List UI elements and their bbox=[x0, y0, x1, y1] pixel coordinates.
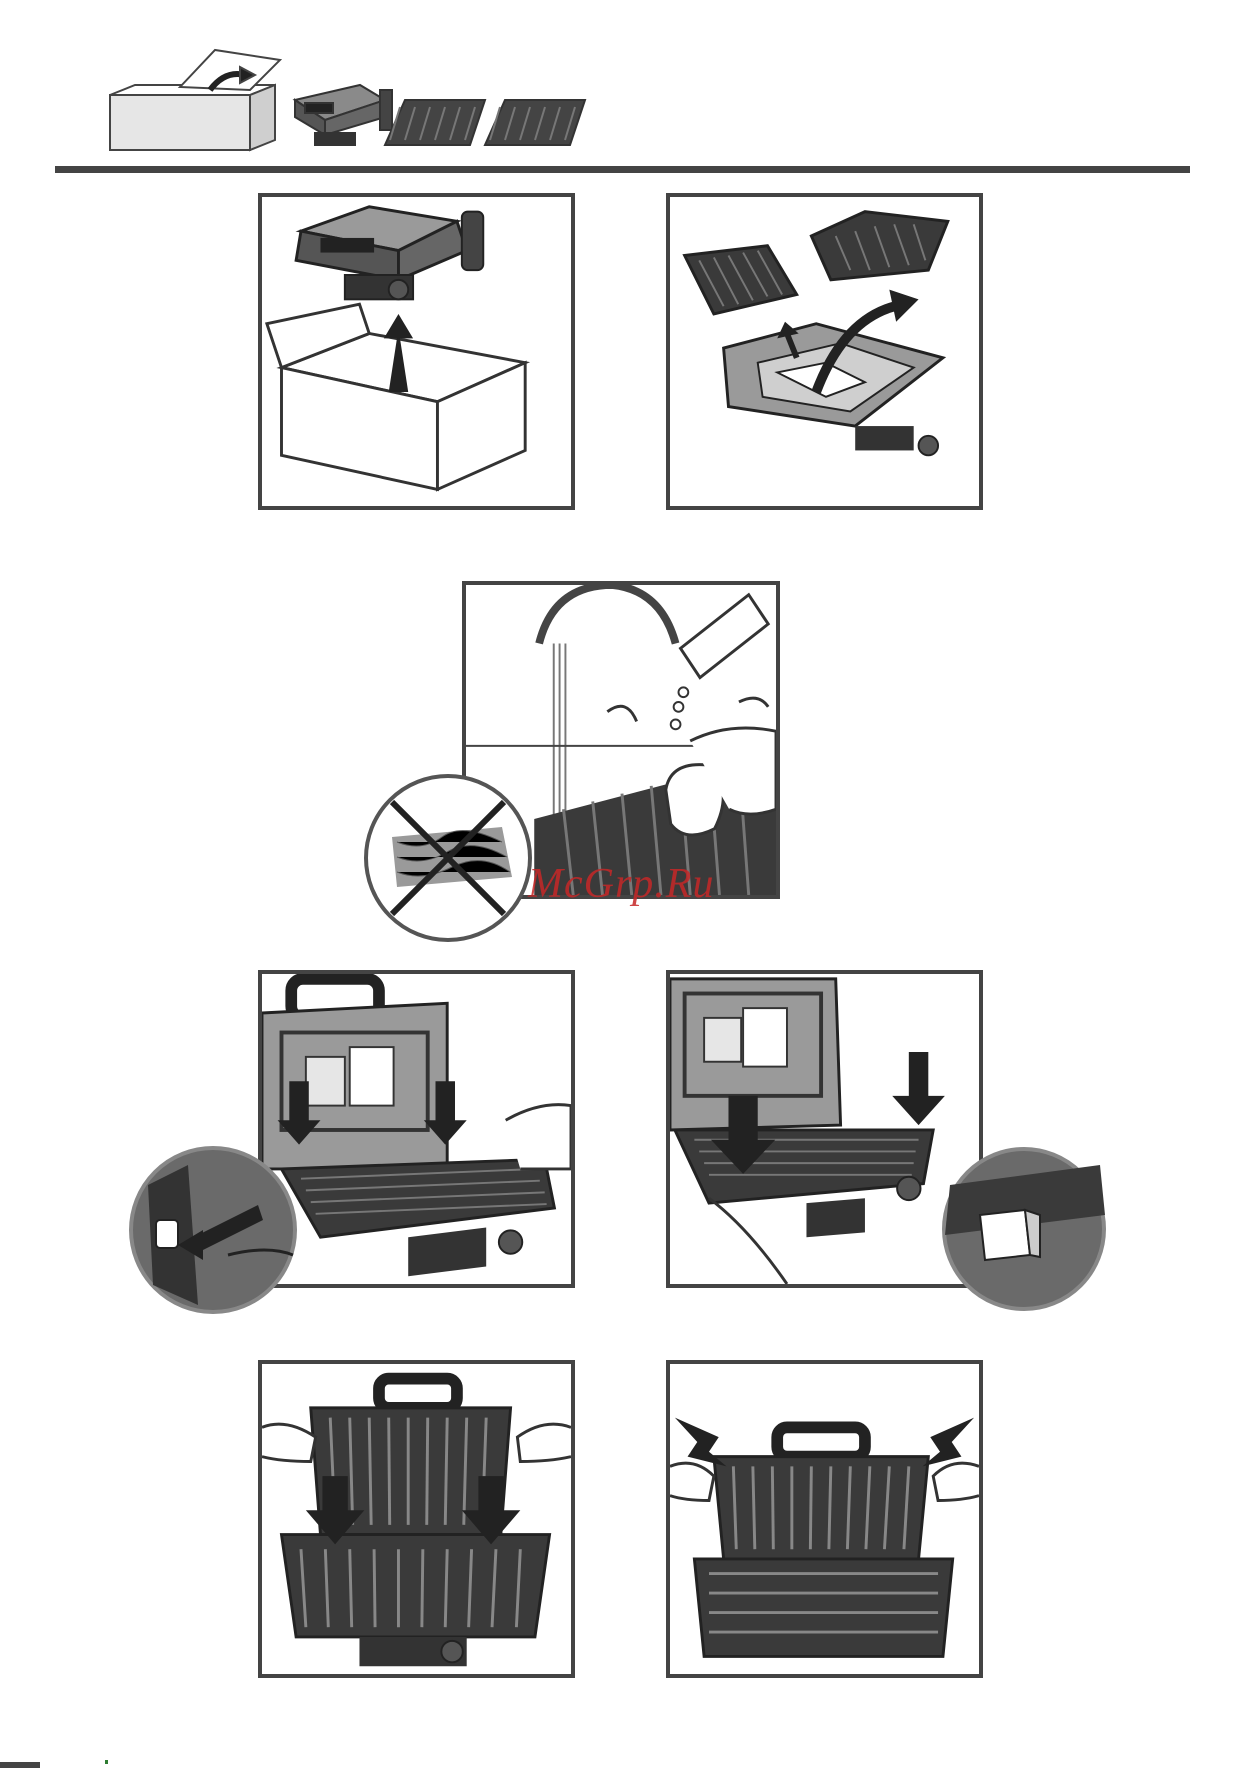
box-open-icon bbox=[110, 50, 280, 150]
panel-press-lower bbox=[666, 970, 983, 1288]
panel-insert-upper bbox=[258, 1360, 575, 1678]
panel-insert-lower bbox=[258, 970, 575, 1288]
upper-press-icon bbox=[670, 1364, 979, 1674]
box-lift-icon bbox=[262, 197, 571, 506]
plate-clip-icon bbox=[262, 974, 571, 1284]
grill-closed-icon bbox=[295, 85, 392, 145]
steel-wool-prohibited-icon bbox=[362, 772, 534, 944]
clip-locked-detail-icon bbox=[940, 1145, 1108, 1313]
panel-unpack bbox=[258, 193, 575, 510]
plates-remove-icon bbox=[670, 197, 979, 506]
clip-detail-icon bbox=[128, 1145, 298, 1315]
upper-plate-icon bbox=[262, 1364, 571, 1674]
watermark: McGrp.Ru bbox=[528, 860, 714, 908]
header-rule bbox=[55, 166, 1190, 173]
plate-press-icon bbox=[670, 974, 979, 1284]
footer-dot bbox=[105, 1760, 108, 1764]
panel-press-upper bbox=[666, 1360, 983, 1678]
panel-remove-plates bbox=[666, 193, 983, 510]
footer-mark bbox=[0, 1762, 40, 1768]
header-pictograms bbox=[100, 45, 660, 160]
